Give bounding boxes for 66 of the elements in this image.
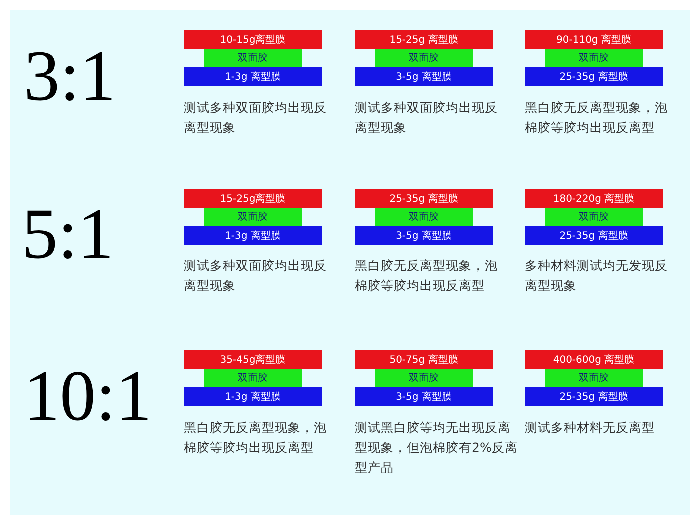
layer-label: 3-5g 离型膜	[396, 390, 452, 404]
release-film-layer	[525, 226, 663, 245]
test-result-note: 多种材料测试均无发现反离型现象	[525, 257, 669, 295]
release-film-layer	[525, 30, 663, 49]
layer-label: 15-25g 离型膜	[390, 34, 458, 46]
layer-label: 25-35g 离型膜	[390, 192, 458, 206]
double-sided-tape-layer	[545, 369, 643, 387]
layer-label: 25-35g 离型膜	[560, 390, 628, 404]
layer-label: 90-110g 离型膜	[556, 34, 632, 46]
layer-label: 1-3g 离型膜	[225, 390, 281, 404]
release-film-layer	[355, 30, 493, 49]
layer-label: 双面胶	[579, 52, 609, 65]
release-film-layer	[525, 67, 663, 86]
layer-label: 双面胶	[579, 372, 609, 385]
double-sided-tape-layer	[375, 369, 473, 387]
test-result-note: 测试多种双面胶均出现反离型现象	[355, 99, 499, 137]
test-result-note: 测试多种双面胶均出现反离型现象	[184, 99, 328, 137]
double-sided-tape-layer	[545, 49, 643, 67]
layer-label: 双面胶	[409, 52, 439, 65]
double-sided-tape-layer	[204, 49, 302, 67]
double-sided-tape-layer	[545, 208, 643, 226]
layer-label: 双面胶	[238, 372, 268, 385]
layer-label: 10-15g离型膜	[220, 34, 286, 46]
release-film-layer	[184, 226, 322, 245]
ratio-label: 10:1	[24, 360, 152, 432]
layer-label: 双面胶	[579, 210, 609, 224]
double-sided-tape-layer	[375, 49, 473, 67]
test-result-note: 黑白胶无反离型现象，泡棉胶等胶均出现反离型	[184, 419, 328, 457]
layer-label: 双面胶	[238, 52, 268, 65]
release-film-layer	[355, 226, 493, 245]
release-film-layer	[355, 350, 493, 369]
layer-label: 15-25g离型膜	[220, 192, 286, 206]
release-film-layer	[184, 67, 322, 86]
double-sided-tape-layer	[204, 208, 302, 226]
double-sided-tape-layer	[375, 208, 473, 226]
layer-label: 25-35g 离型膜	[560, 230, 628, 242]
release-film-layer	[184, 189, 322, 208]
test-result-note: 黑白胶无反离型现象，泡棉胶等胶均出现反离型	[525, 99, 669, 137]
layer-label: 400-600g 离型膜	[553, 354, 635, 366]
layer-label: 1-3g 离型膜	[225, 230, 281, 242]
layer-label: 25-35g 离型膜	[560, 70, 628, 84]
test-result-note: 测试多种双面胶均出现反离型现象	[184, 257, 328, 295]
layer-label: 双面胶	[409, 210, 439, 224]
test-result-note: 测试多种材料无反离型	[525, 419, 656, 437]
release-film-layer	[184, 387, 322, 406]
ratio-label: 3:1	[24, 40, 116, 112]
layer-label: 双面胶	[238, 210, 268, 224]
release-film-layer	[355, 387, 493, 406]
double-sided-tape-layer	[204, 369, 302, 387]
release-film-layer	[525, 350, 663, 369]
layer-label: 35-45g离型膜	[220, 354, 286, 366]
release-film-layer	[355, 67, 493, 86]
layer-label: 3-5g 离型膜	[396, 70, 452, 84]
layer-label: 1-3g 离型膜	[225, 70, 281, 84]
test-result-note: 黑白胶无反离型现象，泡棉胶等胶均出现反离型	[355, 257, 499, 295]
release-film-layer	[525, 189, 663, 208]
test-result-note: 测试黑白胶等均无出现反离型现象，但泡棉胶有2%反离型产品	[355, 419, 519, 477]
release-film-layer	[355, 189, 493, 208]
layer-label: 双面胶	[409, 372, 439, 385]
release-film-layer	[184, 350, 322, 369]
layer-label: 50-75g 离型膜	[390, 354, 458, 366]
layer-label: 180-220g 离型膜	[553, 192, 635, 206]
release-film-layer	[525, 387, 663, 406]
layer-label: 3-5g 离型膜	[396, 230, 452, 242]
ratio-label: 5:1	[22, 198, 114, 270]
release-film-layer	[184, 30, 322, 49]
